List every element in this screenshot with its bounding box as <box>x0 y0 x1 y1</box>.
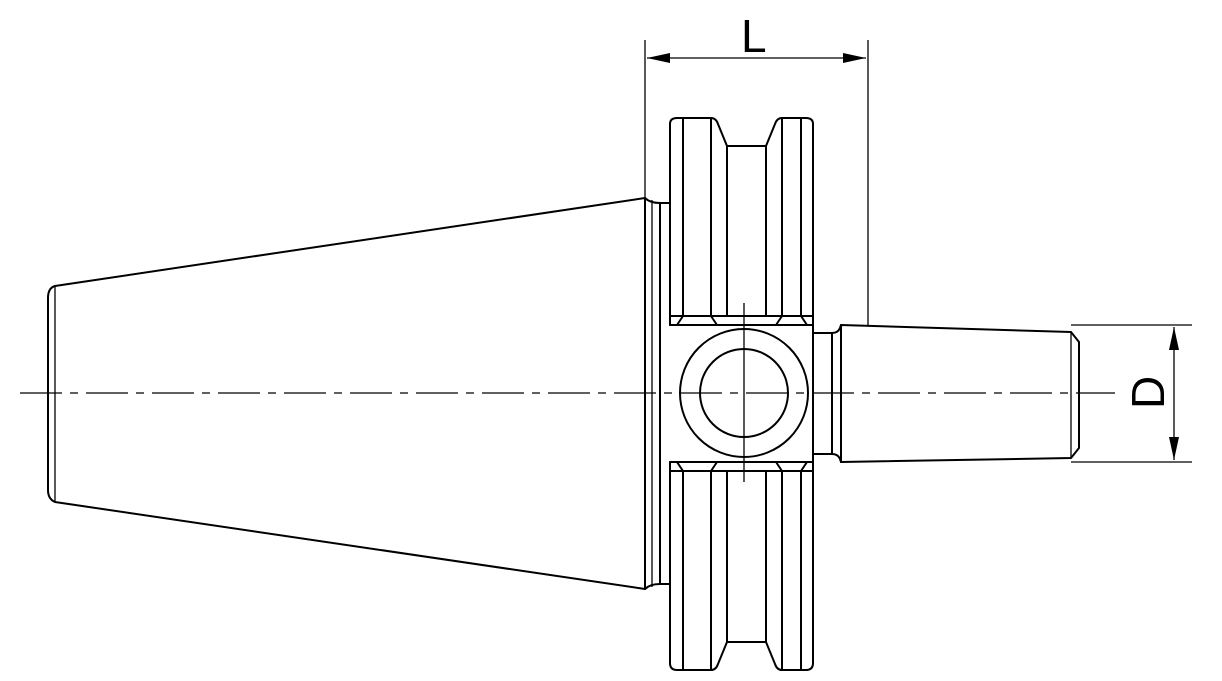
arrowhead-top <box>1169 327 1179 350</box>
arrowhead-left <box>647 53 670 63</box>
dimension-diameter: D <box>1071 324 1192 463</box>
v-flange-lower <box>669 461 814 671</box>
length-label: L <box>741 10 767 62</box>
diameter-label: D <box>1122 376 1174 409</box>
v-flange-upper <box>669 117 814 326</box>
arrowhead-right <box>843 53 866 63</box>
dimension-length: L <box>644 10 869 325</box>
arrowhead-bottom <box>1169 437 1179 460</box>
taper-shank <box>47 197 646 590</box>
